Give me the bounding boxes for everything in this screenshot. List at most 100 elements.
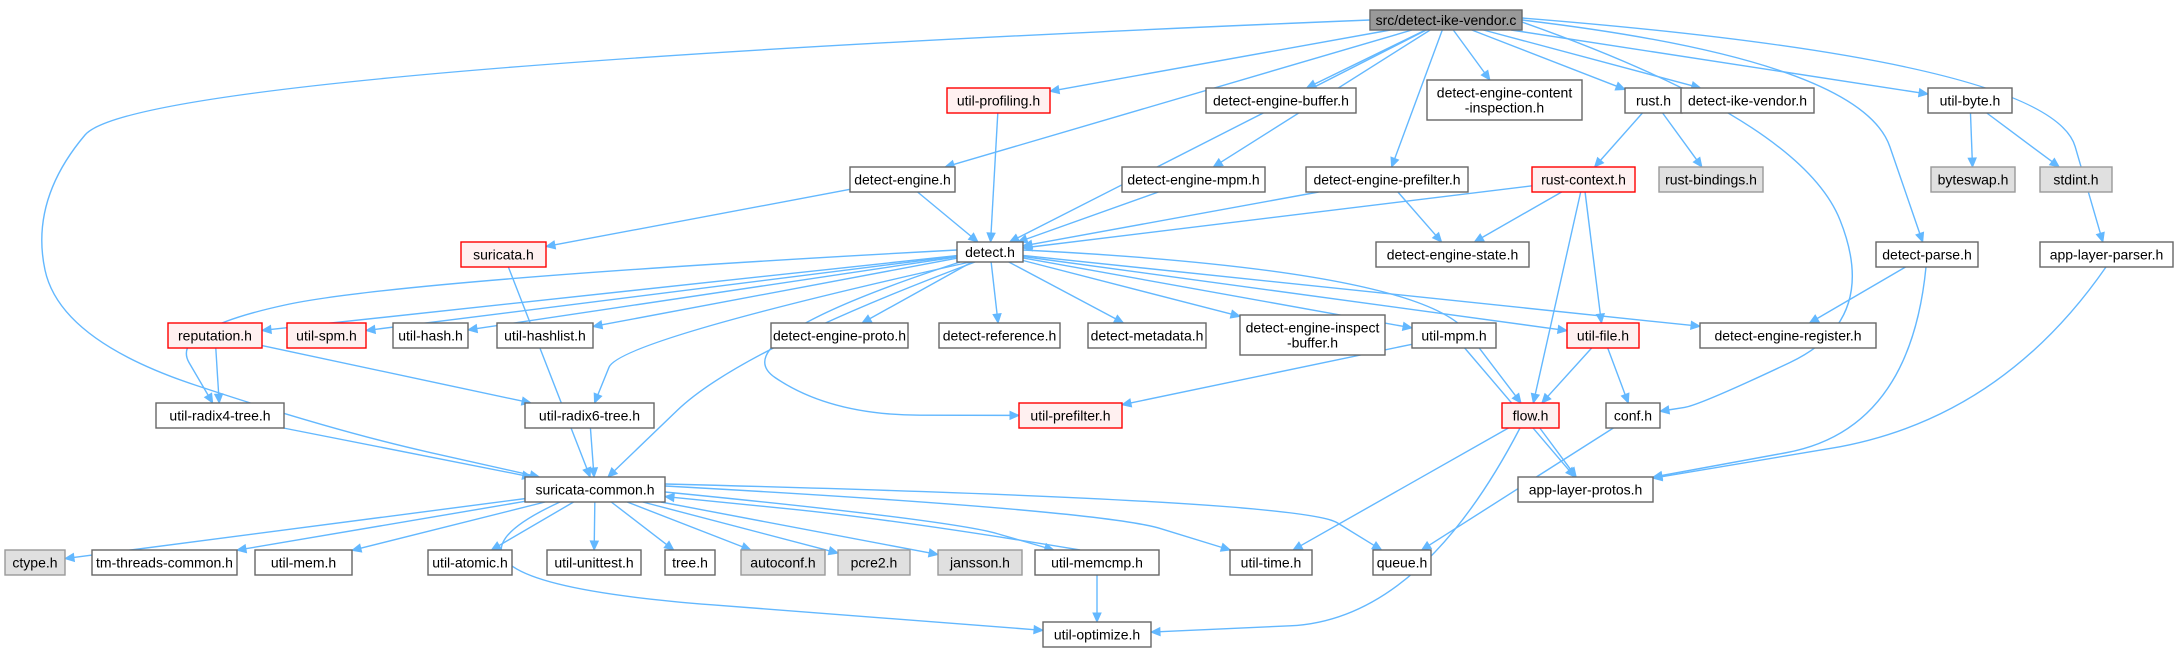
node-app-layer-parser[interactable]: app-layer-parser.h [2039, 241, 2174, 268]
node-tree[interactable]: tree.h [664, 549, 716, 576]
edge-detect-to-util_spm [364, 255, 958, 335]
node-util-unittest[interactable]: util-unittest.h [546, 549, 642, 576]
node-tm-threads-common[interactable]: tm-threads-common.h [91, 549, 238, 576]
edge-line [1031, 191, 1319, 246]
node-detect-engine-prefilter[interactable]: detect-engine-prefilter.h [1305, 166, 1469, 193]
node-util-mem[interactable]: util-mem.h [254, 549, 353, 576]
node-autoconf[interactable]: autoconf.h [740, 549, 826, 576]
node-box [1927, 87, 2013, 114]
arrowhead [986, 232, 996, 244]
node-util-hash[interactable]: util-hash.h [392, 322, 469, 349]
edge-suricata_common-to-jansson [660, 501, 940, 558]
node-util-optimize[interactable]: util-optimize.h [1042, 621, 1152, 648]
arrowhead [1511, 392, 1522, 404]
node-detect-engine[interactable]: detect-engine.h [849, 166, 956, 193]
edge-line [500, 501, 1035, 631]
node-label: util-hashlist.h [504, 328, 586, 344]
edge-line [664, 491, 1046, 549]
node-jansson[interactable]: jansson.h [937, 549, 1023, 576]
node-box [1566, 322, 1640, 349]
node-rust-context[interactable]: rust-context.h [1531, 166, 1636, 193]
node-label: tm-threads-common.h [96, 555, 233, 571]
node-util-prefilter[interactable]: util-prefilter.h [1018, 402, 1123, 429]
node-rust-bindings[interactable]: rust-bindings.h [1658, 166, 1764, 193]
edge-root-to-detect_engine_buffer [1305, 29, 1426, 89]
node-pcre2[interactable]: pcre2.h [837, 549, 911, 576]
node-box [1624, 87, 1683, 114]
node-rust[interactable]: rust.h [1624, 87, 1683, 114]
node-label: suricata.h [473, 247, 534, 263]
arrowhead [1092, 612, 1102, 624]
node-util-profiling[interactable]: util-profiling.h [946, 87, 1051, 114]
edge-util_memcmp-to-util_optimize [1092, 575, 1102, 624]
edge-detect-to-detect_engine_proto [860, 261, 973, 324]
node-detect-reference[interactable]: detect-reference.h [938, 322, 1061, 349]
node-label: util-mpm.h [1421, 328, 1486, 344]
edge-suricata_common-to-ctype [63, 497, 526, 563]
edge-line [1521, 19, 1921, 234]
node-box [427, 549, 513, 576]
node-detect-engine-mpm[interactable]: detect-engine-mpm.h [1121, 166, 1266, 193]
node-label: detect-engine-register.h [1714, 328, 1861, 344]
node-app-layer-protos[interactable]: app-layer-protos.h [1517, 476, 1654, 503]
node-util-spm[interactable]: util-spm.h [286, 322, 367, 349]
node-util-time[interactable]: util-time.h [1229, 549, 1313, 576]
edge-line [626, 501, 743, 548]
node-util-memcmp[interactable]: util-memcmp.h [1034, 549, 1160, 576]
arrowhead [1692, 156, 1703, 168]
node-detect-ike-vendor[interactable]: detect-ike-vendor.h [1680, 87, 1815, 114]
node-util-file[interactable]: util-file.h [1566, 322, 1640, 349]
edge-detect-to-detect_engine_inspect_buffer [1022, 259, 1242, 319]
node-detect-engine-register[interactable]: detect-engine-register.h [1699, 322, 1877, 349]
node-detect-engine-state[interactable]: detect-engine-state.h [1375, 241, 1530, 268]
node-suricata-common[interactable]: suricata-common.h [524, 476, 666, 503]
node-util-byte[interactable]: util-byte.h [1927, 87, 2013, 114]
node-conf[interactable]: conf.h [1605, 402, 1661, 429]
edge-line [869, 261, 973, 320]
edge-line [1397, 191, 1437, 236]
node-box [1699, 322, 1877, 349]
edge-line [1969, 112, 1973, 159]
node-reputation[interactable]: reputation.h [167, 322, 263, 349]
edge-line [1584, 191, 1602, 315]
node-flow[interactable]: flow.h [1501, 402, 1560, 429]
edge-line [1471, 29, 1617, 87]
node-label: detect-engine-content [1437, 85, 1573, 101]
node-box [524, 402, 655, 429]
edge-suricata_common-to-util_optimize [500, 501, 1045, 635]
edge-line [1521, 17, 2102, 234]
arrowhead [967, 232, 979, 243]
edge-line [1008, 261, 1116, 320]
arrowhead [2048, 157, 2061, 168]
node-label: rust-bindings.h [1665, 172, 1757, 188]
node-stdint[interactable]: stdint.h [2039, 166, 2113, 193]
node-queue[interactable]: queue.h [1372, 549, 1432, 576]
arrowhead [1658, 405, 1671, 415]
node-util-hashlist[interactable]: util-hashlist.h [496, 322, 594, 349]
node-byteswap[interactable]: byteswap.h [1930, 166, 2016, 193]
node-detect-engine-content[interactable]: detect-engine-content-inspection.h [1426, 79, 1583, 121]
node-detect-engine-proto[interactable]: detect-engine-proto.h [770, 322, 909, 349]
node-label: detect-reference.h [943, 328, 1057, 344]
arrowhead [1149, 626, 1161, 637]
arrowhead [582, 466, 592, 479]
edge-detect-to-util_radix6_tree [593, 261, 971, 405]
arrowhead [1008, 233, 1021, 243]
node-box [837, 549, 911, 576]
node-suricata[interactable]: suricata.h [460, 241, 547, 268]
node-util-radix6-tree[interactable]: util-radix6-tree.h [524, 402, 655, 429]
node-util-atomic[interactable]: util-atomic.h [427, 549, 513, 576]
node-root[interactable]: src/detect-ike-vendor.c [1369, 9, 1523, 31]
edge-suricata_common-to-util_atomic [490, 501, 574, 551]
arrowhead [1431, 231, 1443, 243]
node-util-mpm[interactable]: util-mpm.h [1411, 322, 1497, 349]
node-detect-engine-inspect-buffer[interactable]: detect-engine-inspect-buffer.h [1239, 314, 1386, 356]
node-detect-engine-buffer[interactable]: detect-engine-buffer.h [1205, 87, 1357, 114]
node-detect[interactable]: detect.h [956, 241, 1024, 263]
node-detect-metadata[interactable]: detect-metadata.h [1087, 322, 1207, 349]
node-util-radix4-tree[interactable]: util-radix4-tree.h [155, 402, 285, 429]
node-detect-parse[interactable]: detect-parse.h [1875, 241, 1979, 268]
node-box [1411, 322, 1497, 349]
edge-line [476, 256, 958, 330]
node-ctype[interactable]: ctype.h [4, 549, 66, 576]
